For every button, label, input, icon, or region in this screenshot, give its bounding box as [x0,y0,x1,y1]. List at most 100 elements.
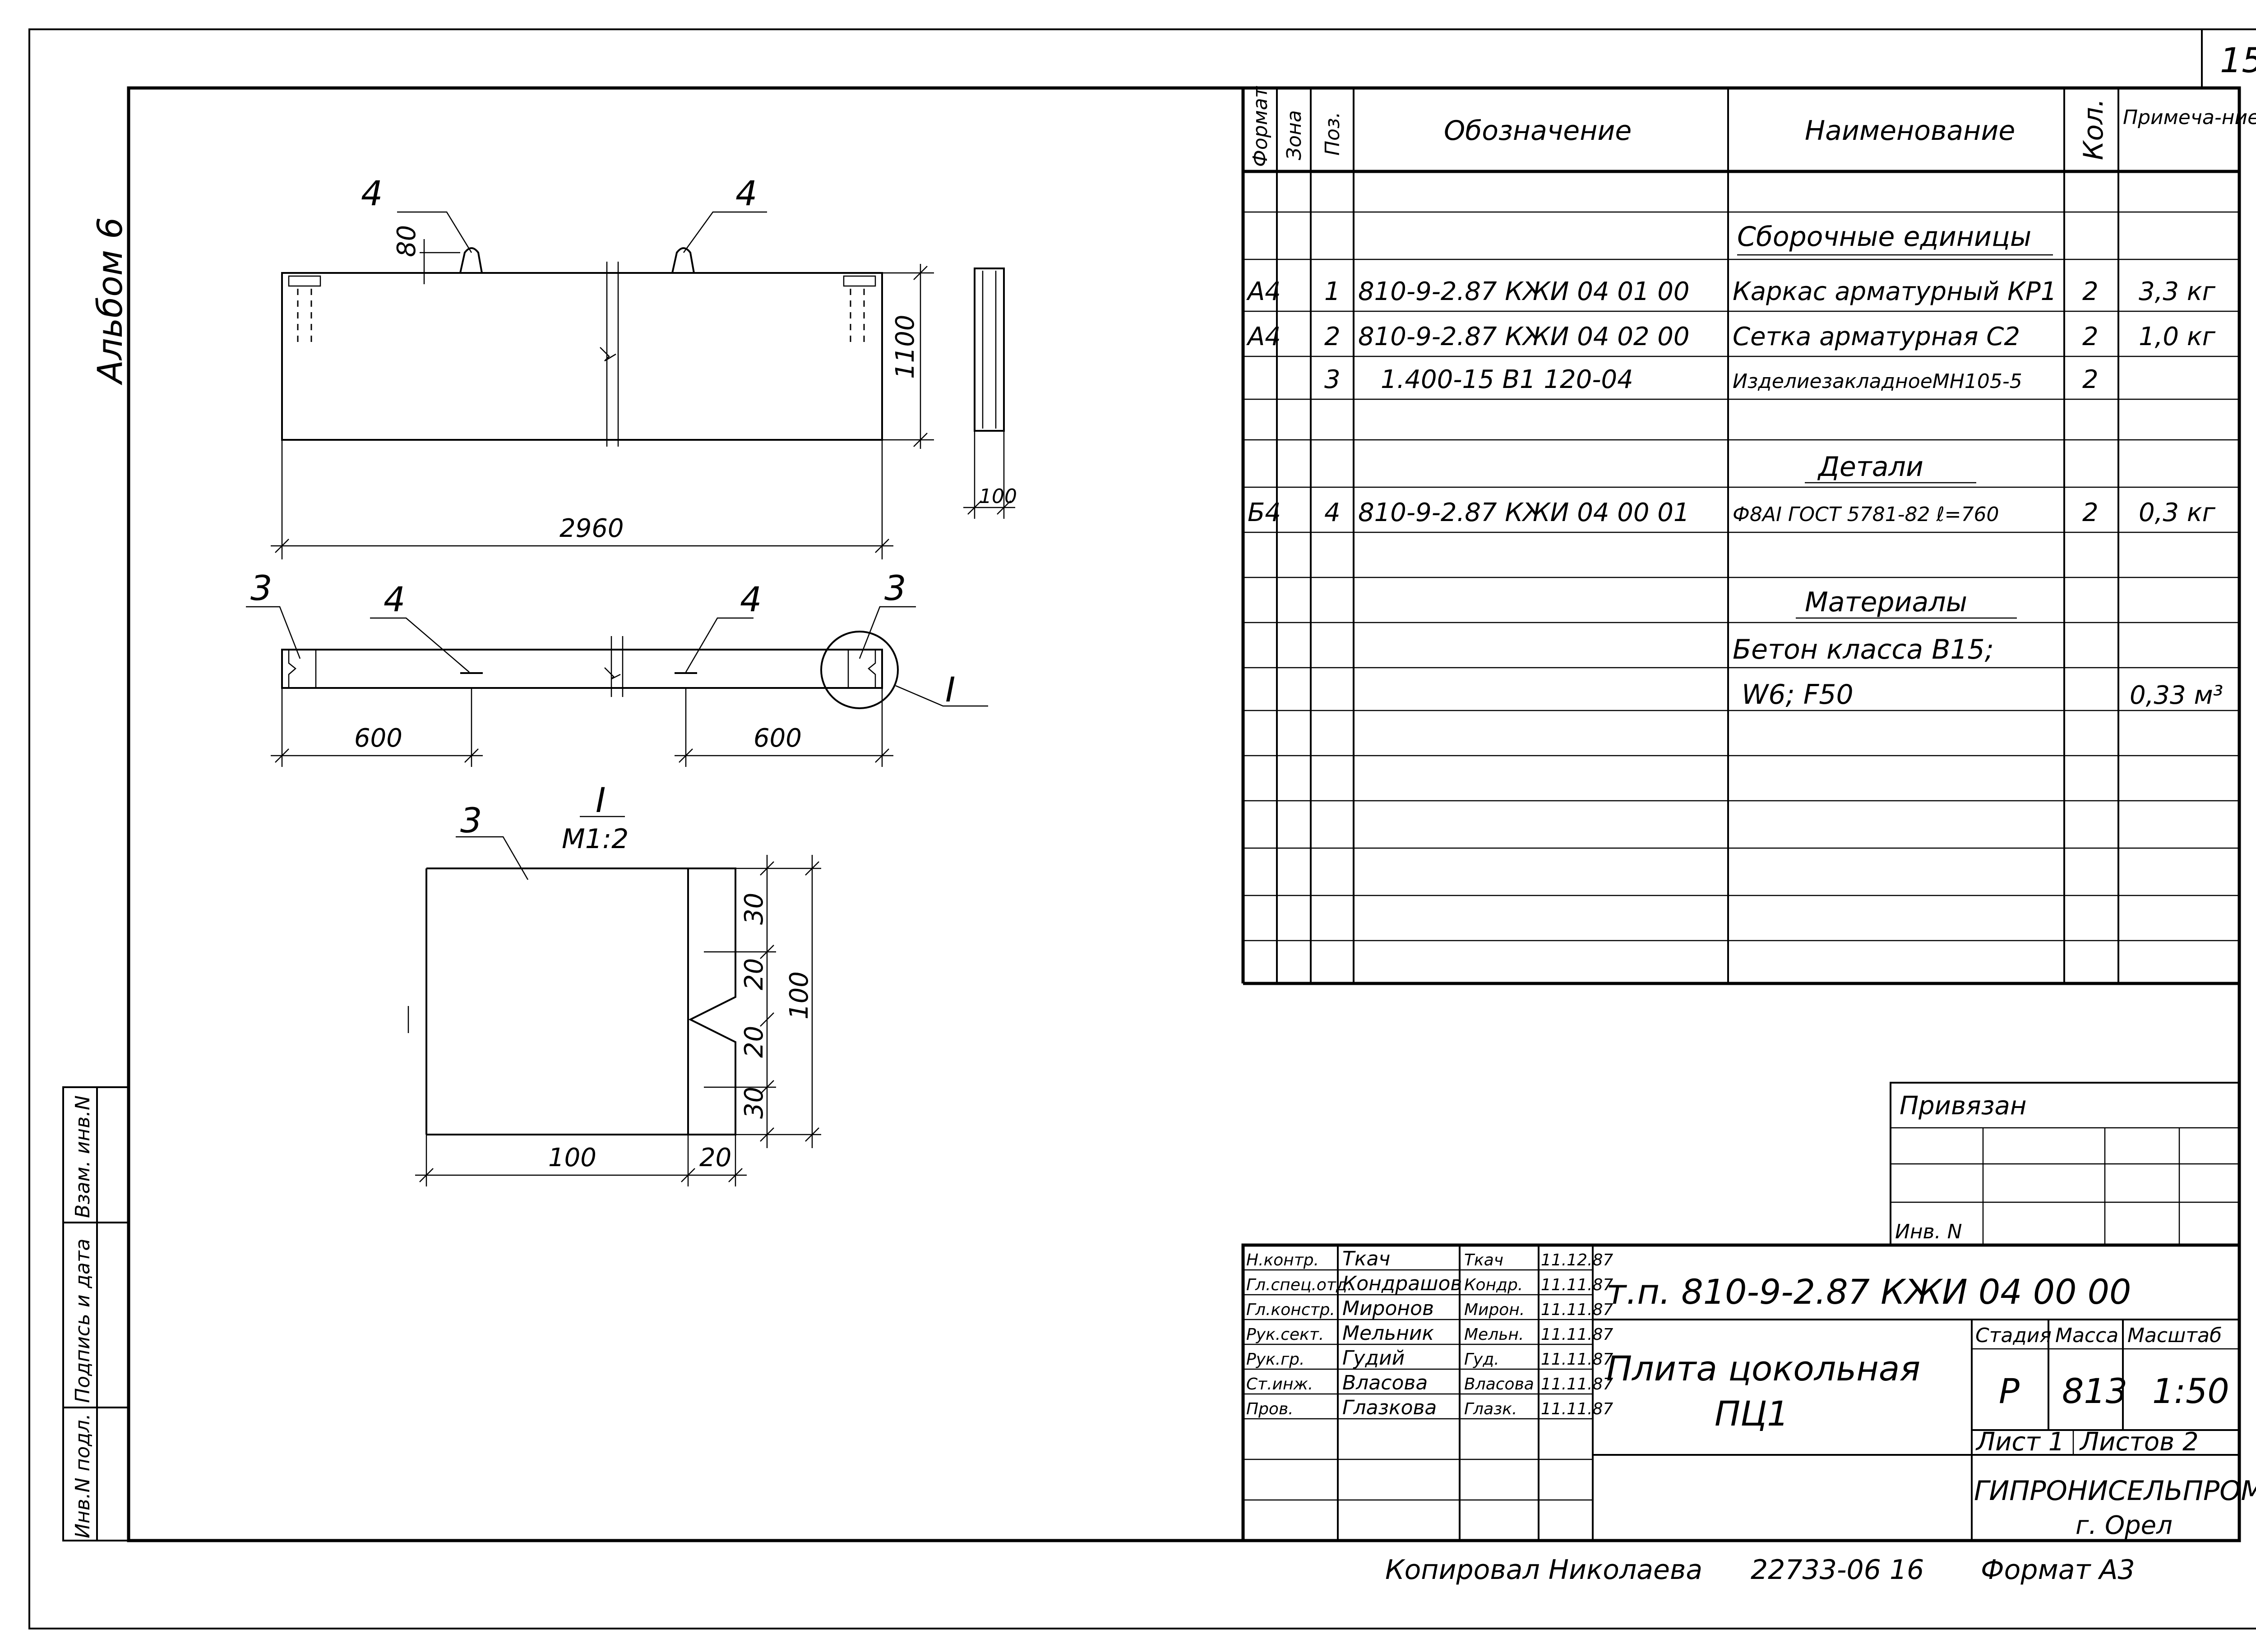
dim-detail-20-lower: 20 [740,1026,769,1058]
row1-qty: 2 [2082,277,2099,306]
title-code: т.п. 810-9-2.87 КЖИ 04 00 00 [1606,1272,2131,1312]
name-2: Миронов [1342,1297,1434,1320]
detail-title: I [596,780,606,820]
date-2: 11.11.87 [1541,1301,1613,1319]
detail-scale: М1:2 [562,823,629,855]
dim-thickness-100: 100 [979,485,1017,508]
callout-pos3-plan-right: 3 [884,568,906,608]
row4-pos: 4 [1324,498,1341,527]
hdr-note: Примеча-ние [2123,106,2256,129]
sign-6: Глазк. [1464,1400,1517,1418]
role-6: Пров. [1246,1400,1294,1418]
sign-4: Гуд. [1464,1350,1499,1369]
hdr-zone: Зона [1283,110,1306,160]
mass-label: Масса [2055,1324,2118,1347]
mass-value: 813 [2062,1371,2127,1411]
title-block: т.п. 810-9-2.87 КЖИ 04 00 00 Плита цокол… [1241,1243,2256,1542]
row1-pos: 1 [1324,277,1341,306]
row3-designation: 1.400-15 В1 120-04 [1381,365,1633,394]
row2-designation: 810-9-2.87 КЖИ 04 02 00 [1358,322,1690,351]
bind-inv: Инв. N [1895,1220,1962,1243]
sign-0: Ткач [1464,1251,1503,1269]
callout-detail-pos3: 3 [460,800,482,840]
row3-qty: 2 [2082,365,2099,394]
callout-pos4-left: 4 [361,173,383,213]
side-stamp-inv-orig: Инв.N подл. [71,1413,94,1538]
org-city: г. Орел [2076,1511,2173,1540]
role-4: Рук.гр. [1246,1350,1304,1369]
hdr-pos: Поз. [1321,112,1344,156]
footer-copy-number: 22733-06 16 [1751,1554,1924,1586]
side-stamp-replace-inv: Взам. инв.N [71,1095,94,1218]
name-4: Гудий [1342,1347,1405,1370]
row1-note: 3,3 кг [2139,277,2216,306]
hdr-qty: Кол. [2078,98,2109,160]
bind-block: Привязан Инв. N [1890,1082,2240,1246]
role-0: Н.контр. [1246,1251,1319,1269]
page-number: 15 [2220,40,2256,80]
sign-5: Власова [1464,1375,1534,1394]
detail-view: I М1:2 3 30 20 20 30 100 [407,780,821,1186]
row4-designation: 810-9-2.87 КЖИ 04 00 01 [1358,498,1690,527]
role-1: Гл.спец.отд. [1246,1276,1352,1294]
role-2: Гл.констр. [1246,1301,1335,1319]
dim-detail-30-top: 30 [740,893,769,925]
role-5: Ст.инж. [1246,1375,1313,1394]
outer-border [28,28,2256,1629]
dim-600-left: 600 [354,724,402,753]
title-line1: Плита цокольная [1606,1348,1920,1389]
hdr-designation: Обозначение [1444,115,1632,147]
row4-name: Ф8АI ГОСТ 5781-82 ℓ=760 [1733,503,1999,526]
role-3: Рук.сект. [1246,1325,1324,1344]
side-section: 100 [963,268,1017,519]
row1-format: А4 [1246,277,1281,306]
callout-pos4-right: 4 [735,173,757,213]
org-name: ГИПРОНИСЕЛЬПРОМ [1974,1475,2256,1507]
dim-2960: 2960 [559,514,624,543]
footer-format: Формат А3 [1981,1554,2135,1586]
hdr-name: Наименование [1805,115,2015,147]
sign-2: Мирон. [1464,1301,1525,1319]
date-4: 11.11.87 [1541,1350,1613,1369]
bind-tied: Привязан [1900,1091,2026,1121]
date-0: 11.12.87 [1541,1251,1613,1269]
date-1: 11.11.87 [1541,1276,1613,1294]
scale-value: 1:50 [2152,1371,2229,1411]
row2-qty: 2 [2082,322,2099,351]
row1-designation: 810-9-2.87 КЖИ 04 01 00 [1358,277,1690,306]
sheet-value: Лист 1 [1975,1427,2064,1457]
name-0: Ткач [1342,1247,1390,1270]
spec-table: Формат Зона Поз. Обозначение Наименовани… [1241,86,2256,985]
row2-format: А4 [1246,322,1281,351]
row3-name: ИзделиезакладноеМН105-5 [1733,370,2022,393]
name-5: Власова [1342,1371,1428,1394]
sheets-value: Листов 2 [2079,1427,2199,1457]
section-assembly-units: Сборочные единицы [1737,221,2031,253]
section-details: Детали [1817,451,1923,483]
dim-detail-20-upper: 20 [740,958,769,990]
row4-qty: 2 [2082,498,2099,527]
callout-pos3-left: 3 [250,568,272,608]
dim-detail-30-bottom: 30 [740,1087,769,1119]
materials-line2: W6; F50 [1742,679,1854,711]
callout-pos4-plan-right: 4 [740,579,762,619]
row2-name: Сетка арматурная С2 [1733,322,2020,351]
callout-pos4-plan-left: 4 [384,579,405,619]
date-6: 11.11.87 [1541,1400,1613,1418]
side-stamp: Инв.N подл. Подпись и дата Взам. инв.N [62,1086,129,1541]
date-5: 11.11.87 [1541,1375,1613,1394]
name-6: Глазкова [1342,1396,1437,1419]
scale-label: Масштаб [2127,1324,2222,1347]
title-line2: ПЦ1 [1715,1394,1789,1434]
name-1: Кондрашов [1342,1272,1462,1295]
stage-label: Стадия [1975,1324,2052,1347]
footer-copied-by: Копировал Николаева [1385,1554,1702,1586]
side-stamp-sign-date: Подпись и дата [71,1239,94,1403]
stage-value: Р [1999,1371,2020,1411]
sign-3: Мельн. [1464,1325,1524,1344]
plan-view: 3 4 4 3 I 600 600 [246,568,988,767]
album-label: Альбом 6 [90,217,130,386]
dim-detail-100: 100 [785,971,814,1020]
row2-note: 1,0 кг [2139,322,2216,351]
